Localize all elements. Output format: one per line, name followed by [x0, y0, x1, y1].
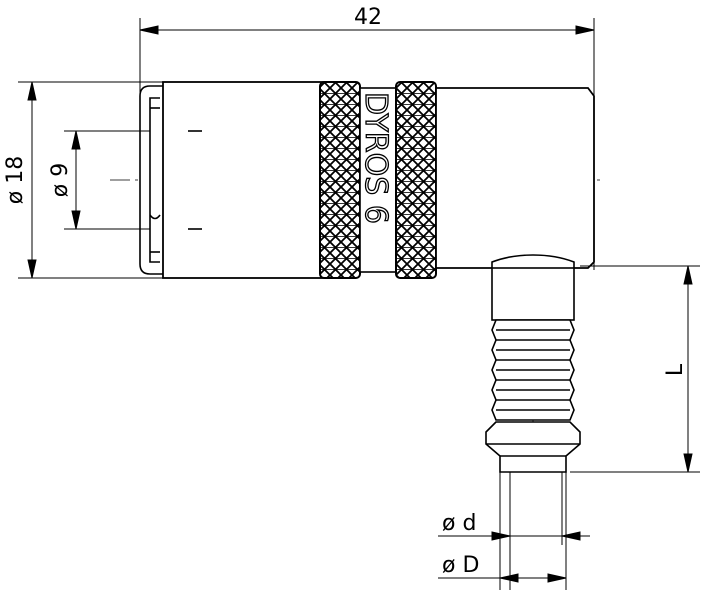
dimension-hose-outer-diameter — [438, 472, 567, 590]
dimension-label-outer-diameter: ø 18 — [3, 156, 28, 204]
dimension-bore-diameter — [64, 130, 150, 230]
engraving-text: DYROS 6 — [358, 92, 393, 224]
dimension-hose-length — [570, 265, 700, 473]
dimension-label-hose-outer-diameter: ø D — [442, 553, 479, 578]
dimension-hose-inner-diameter — [438, 472, 590, 590]
dimension-label-overall-length: 42 — [354, 5, 382, 30]
dimension-label-bore-diameter: ø 9 — [48, 163, 73, 197]
front-collar — [139, 85, 163, 275]
knurled-ring-left — [319, 81, 361, 279]
main-body — [162, 81, 324, 279]
dimension-overall-length — [139, 18, 595, 270]
ring-gap — [359, 87, 397, 273]
knurled-ring-right — [395, 81, 437, 279]
elbow-housing — [435, 87, 595, 269]
dimension-outer-diameter — [18, 81, 165, 279]
dimension-label-hose-inner-diameter: ø d — [442, 511, 476, 536]
hose-barb — [485, 254, 581, 473]
dimension-label-hose-length: L — [663, 363, 688, 376]
